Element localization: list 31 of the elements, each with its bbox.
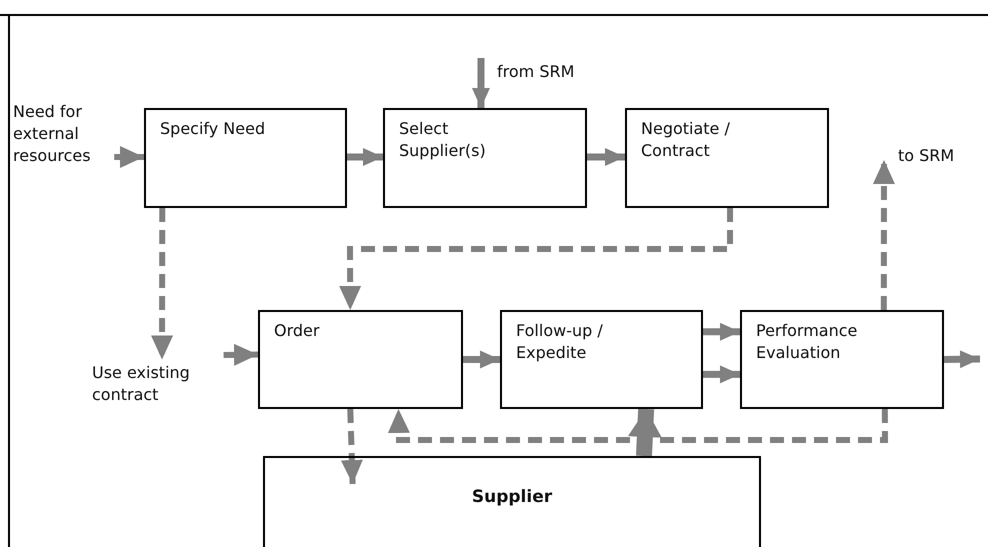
arrow bbox=[703, 322, 740, 341]
process-box bbox=[144, 108, 347, 208]
node-label: Select Supplier(s) bbox=[399, 118, 487, 162]
arrow bbox=[587, 148, 625, 166]
arrow bbox=[628, 408, 662, 456]
arrow bbox=[339, 208, 734, 310]
node-label: Need for external resources bbox=[13, 101, 92, 167]
arrow bbox=[703, 365, 740, 384]
node-label: Order bbox=[274, 320, 320, 342]
arrow bbox=[472, 58, 490, 108]
node-label: Follow-up / Expedite bbox=[516, 320, 604, 364]
arrow bbox=[114, 146, 144, 168]
node-label: Performance Evaluation bbox=[756, 320, 858, 364]
arrow bbox=[224, 344, 258, 366]
process-box bbox=[740, 310, 944, 409]
supplier-box bbox=[263, 456, 761, 547]
arrow bbox=[347, 148, 383, 166]
node-label: Specify Need bbox=[160, 118, 266, 140]
node-label: Use existing contract bbox=[92, 362, 191, 406]
process-box bbox=[258, 310, 463, 409]
process-box bbox=[500, 310, 703, 409]
process-box bbox=[383, 108, 587, 208]
process-box bbox=[625, 108, 829, 208]
arrow bbox=[340, 408, 363, 484]
node-label: Supplier bbox=[472, 486, 552, 508]
arrow bbox=[151, 208, 174, 360]
arrow bbox=[872, 160, 895, 310]
node-label: Negotiate / Contract bbox=[641, 118, 731, 162]
arrow bbox=[944, 350, 980, 368]
arrow bbox=[463, 350, 500, 368]
arrow bbox=[388, 408, 888, 443]
